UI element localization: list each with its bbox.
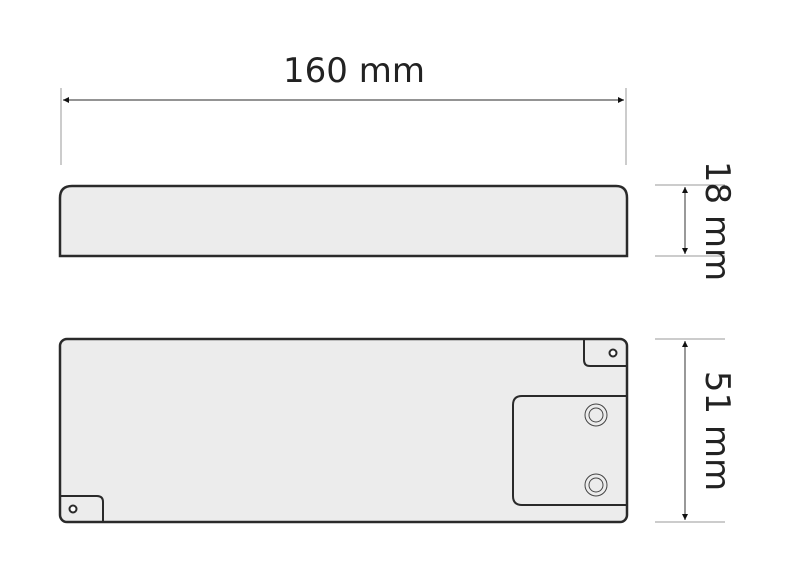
mounting-tab-bottom-left — [60, 495, 104, 522]
length-label: 160 mm — [283, 51, 425, 91]
mounting-tab-top-right — [583, 339, 627, 367]
mounting-hole-icon — [68, 504, 78, 514]
terminal-screw-icon — [584, 403, 608, 427]
terminal-cover — [512, 395, 627, 506]
height-label: 18 mm — [697, 161, 737, 281]
side-view-body — [58, 184, 629, 258]
width-dimension: 51 mm — [655, 338, 737, 523]
height-dimension: 18 mm — [655, 161, 737, 281]
top-view-body — [58, 337, 629, 524]
top-view — [58, 337, 629, 524]
width-label: 51 mm — [697, 371, 737, 491]
terminal-screw-icon — [584, 473, 608, 497]
length-dimension: 160 mm — [60, 51, 627, 165]
mounting-hole-icon — [608, 348, 618, 358]
